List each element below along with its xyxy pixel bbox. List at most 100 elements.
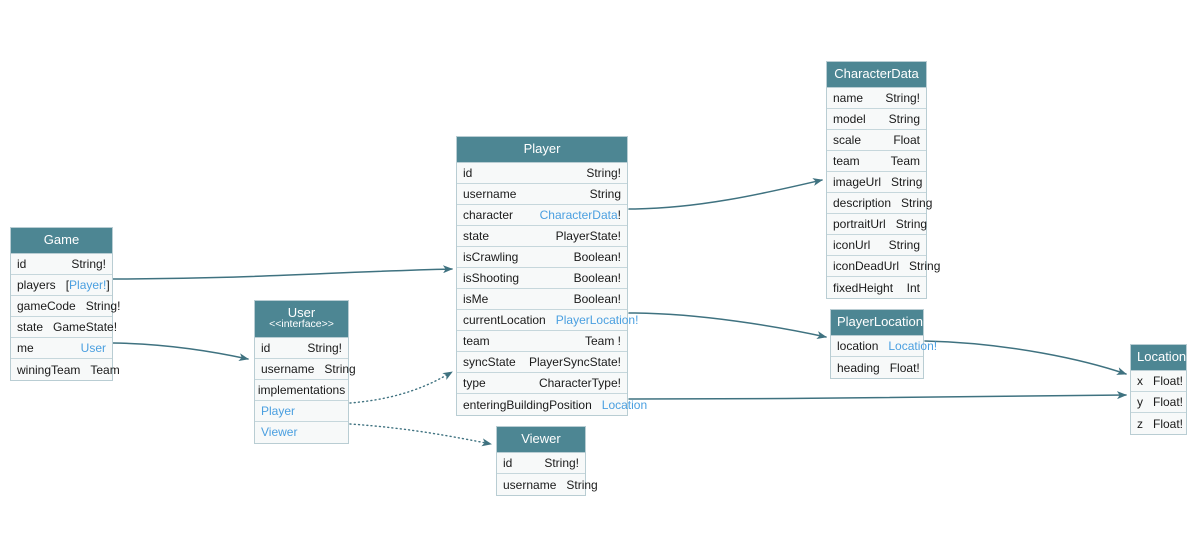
field-name: me — [17, 341, 34, 356]
field-name: location — [837, 339, 879, 354]
entity-title: Viewer — [521, 431, 561, 446]
field-row[interactable]: implementations — [255, 379, 348, 401]
field-name: currentLocation — [463, 313, 546, 328]
field-name: username — [463, 187, 517, 202]
field-row[interactable]: players[Player!] — [11, 275, 112, 297]
field-type: GameState! — [53, 320, 118, 335]
field-name: state — [463, 229, 490, 244]
field-name: implementations — [257, 382, 346, 397]
field-row[interactable]: currentLocation PlayerLocation! — [457, 310, 638, 332]
field-name: fixedHeight — [833, 280, 894, 295]
field-row[interactable]: Player — [255, 400, 348, 422]
field-type[interactable]: User — [80, 341, 106, 356]
field-type: Float! — [889, 360, 920, 375]
field-type: String — [324, 361, 356, 376]
edge-player-character-to-characterdata — [628, 178, 823, 210]
field-name: Viewer — [261, 425, 298, 440]
entity-title: Player — [523, 141, 561, 156]
field-name: heading — [837, 360, 880, 375]
field-row[interactable]: winingTeam Team — [11, 359, 120, 381]
field-row[interactable]: iconDeadUrl String — [827, 256, 940, 278]
field-name: id — [261, 340, 271, 355]
field-type[interactable]: Location! — [888, 339, 938, 354]
field-type: Team ! — [584, 334, 621, 349]
field-name: scale — [833, 133, 862, 148]
entity-header-viewer: Viewer — [497, 427, 585, 454]
field-row[interactable]: name String! — [827, 88, 926, 110]
field-row[interactable]: team Team ! — [457, 331, 627, 353]
field-type[interactable]: [Player!] — [65, 278, 110, 293]
field-name: name — [833, 91, 864, 106]
field-type[interactable]: CharacterData! — [539, 208, 621, 223]
field-row[interactable]: Viewer — [255, 421, 348, 443]
field-row[interactable]: heading Float! — [831, 357, 923, 379]
entity-header-user: User<<interface>> — [255, 301, 348, 338]
field-type: String — [909, 259, 941, 274]
field-type: String! — [885, 91, 920, 106]
entity-playerlocation[interactable]: PlayerLocation location Location! heading Fl… — [830, 309, 937, 380]
field-type: String — [589, 187, 621, 202]
field-type: String — [901, 196, 933, 211]
field-name: z — [1137, 416, 1143, 431]
entity-header-game: Game — [11, 228, 112, 255]
field-row[interactable]: enteringBuildingPosition Location — [457, 394, 647, 416]
field-name: iconDeadUrl — [833, 259, 900, 274]
field-type: Float! — [1153, 395, 1184, 410]
field-type: Boolean! — [573, 292, 621, 307]
field-name: portraitUrl — [833, 217, 886, 232]
entity-header-playerlocation: PlayerLocation — [831, 310, 923, 337]
edge-user-viewer-impl — [349, 423, 492, 447]
field-name: enteringBuildingPosition — [463, 397, 592, 412]
field-type[interactable]: Location — [601, 397, 648, 412]
field-row[interactable]: id String! — [255, 337, 348, 359]
entity-title: User — [287, 305, 316, 320]
field-row[interactable]: username String — [457, 184, 627, 206]
field-name: winingTeam — [17, 362, 81, 377]
field-row[interactable]: me User — [11, 338, 112, 360]
field-type: String! — [307, 340, 342, 355]
field-name: type — [463, 376, 486, 391]
field-name: id — [503, 456, 513, 471]
field-name: team — [463, 334, 490, 349]
edge-playerlocation-location-to-location — [924, 340, 1127, 375]
field-type: Boolean! — [573, 250, 621, 265]
edge-game-me-to-user — [112, 342, 249, 362]
field-type: String — [891, 175, 923, 190]
field-row[interactable]: location Location! — [831, 336, 937, 358]
field-row[interactable]: isCrawling Boolean! — [457, 247, 627, 269]
field-name: isCrawling — [463, 250, 519, 265]
field-type: PlayerSyncState! — [528, 355, 621, 370]
field-type[interactable]: PlayerLocation! — [555, 313, 639, 328]
field-type: Team — [90, 362, 120, 377]
